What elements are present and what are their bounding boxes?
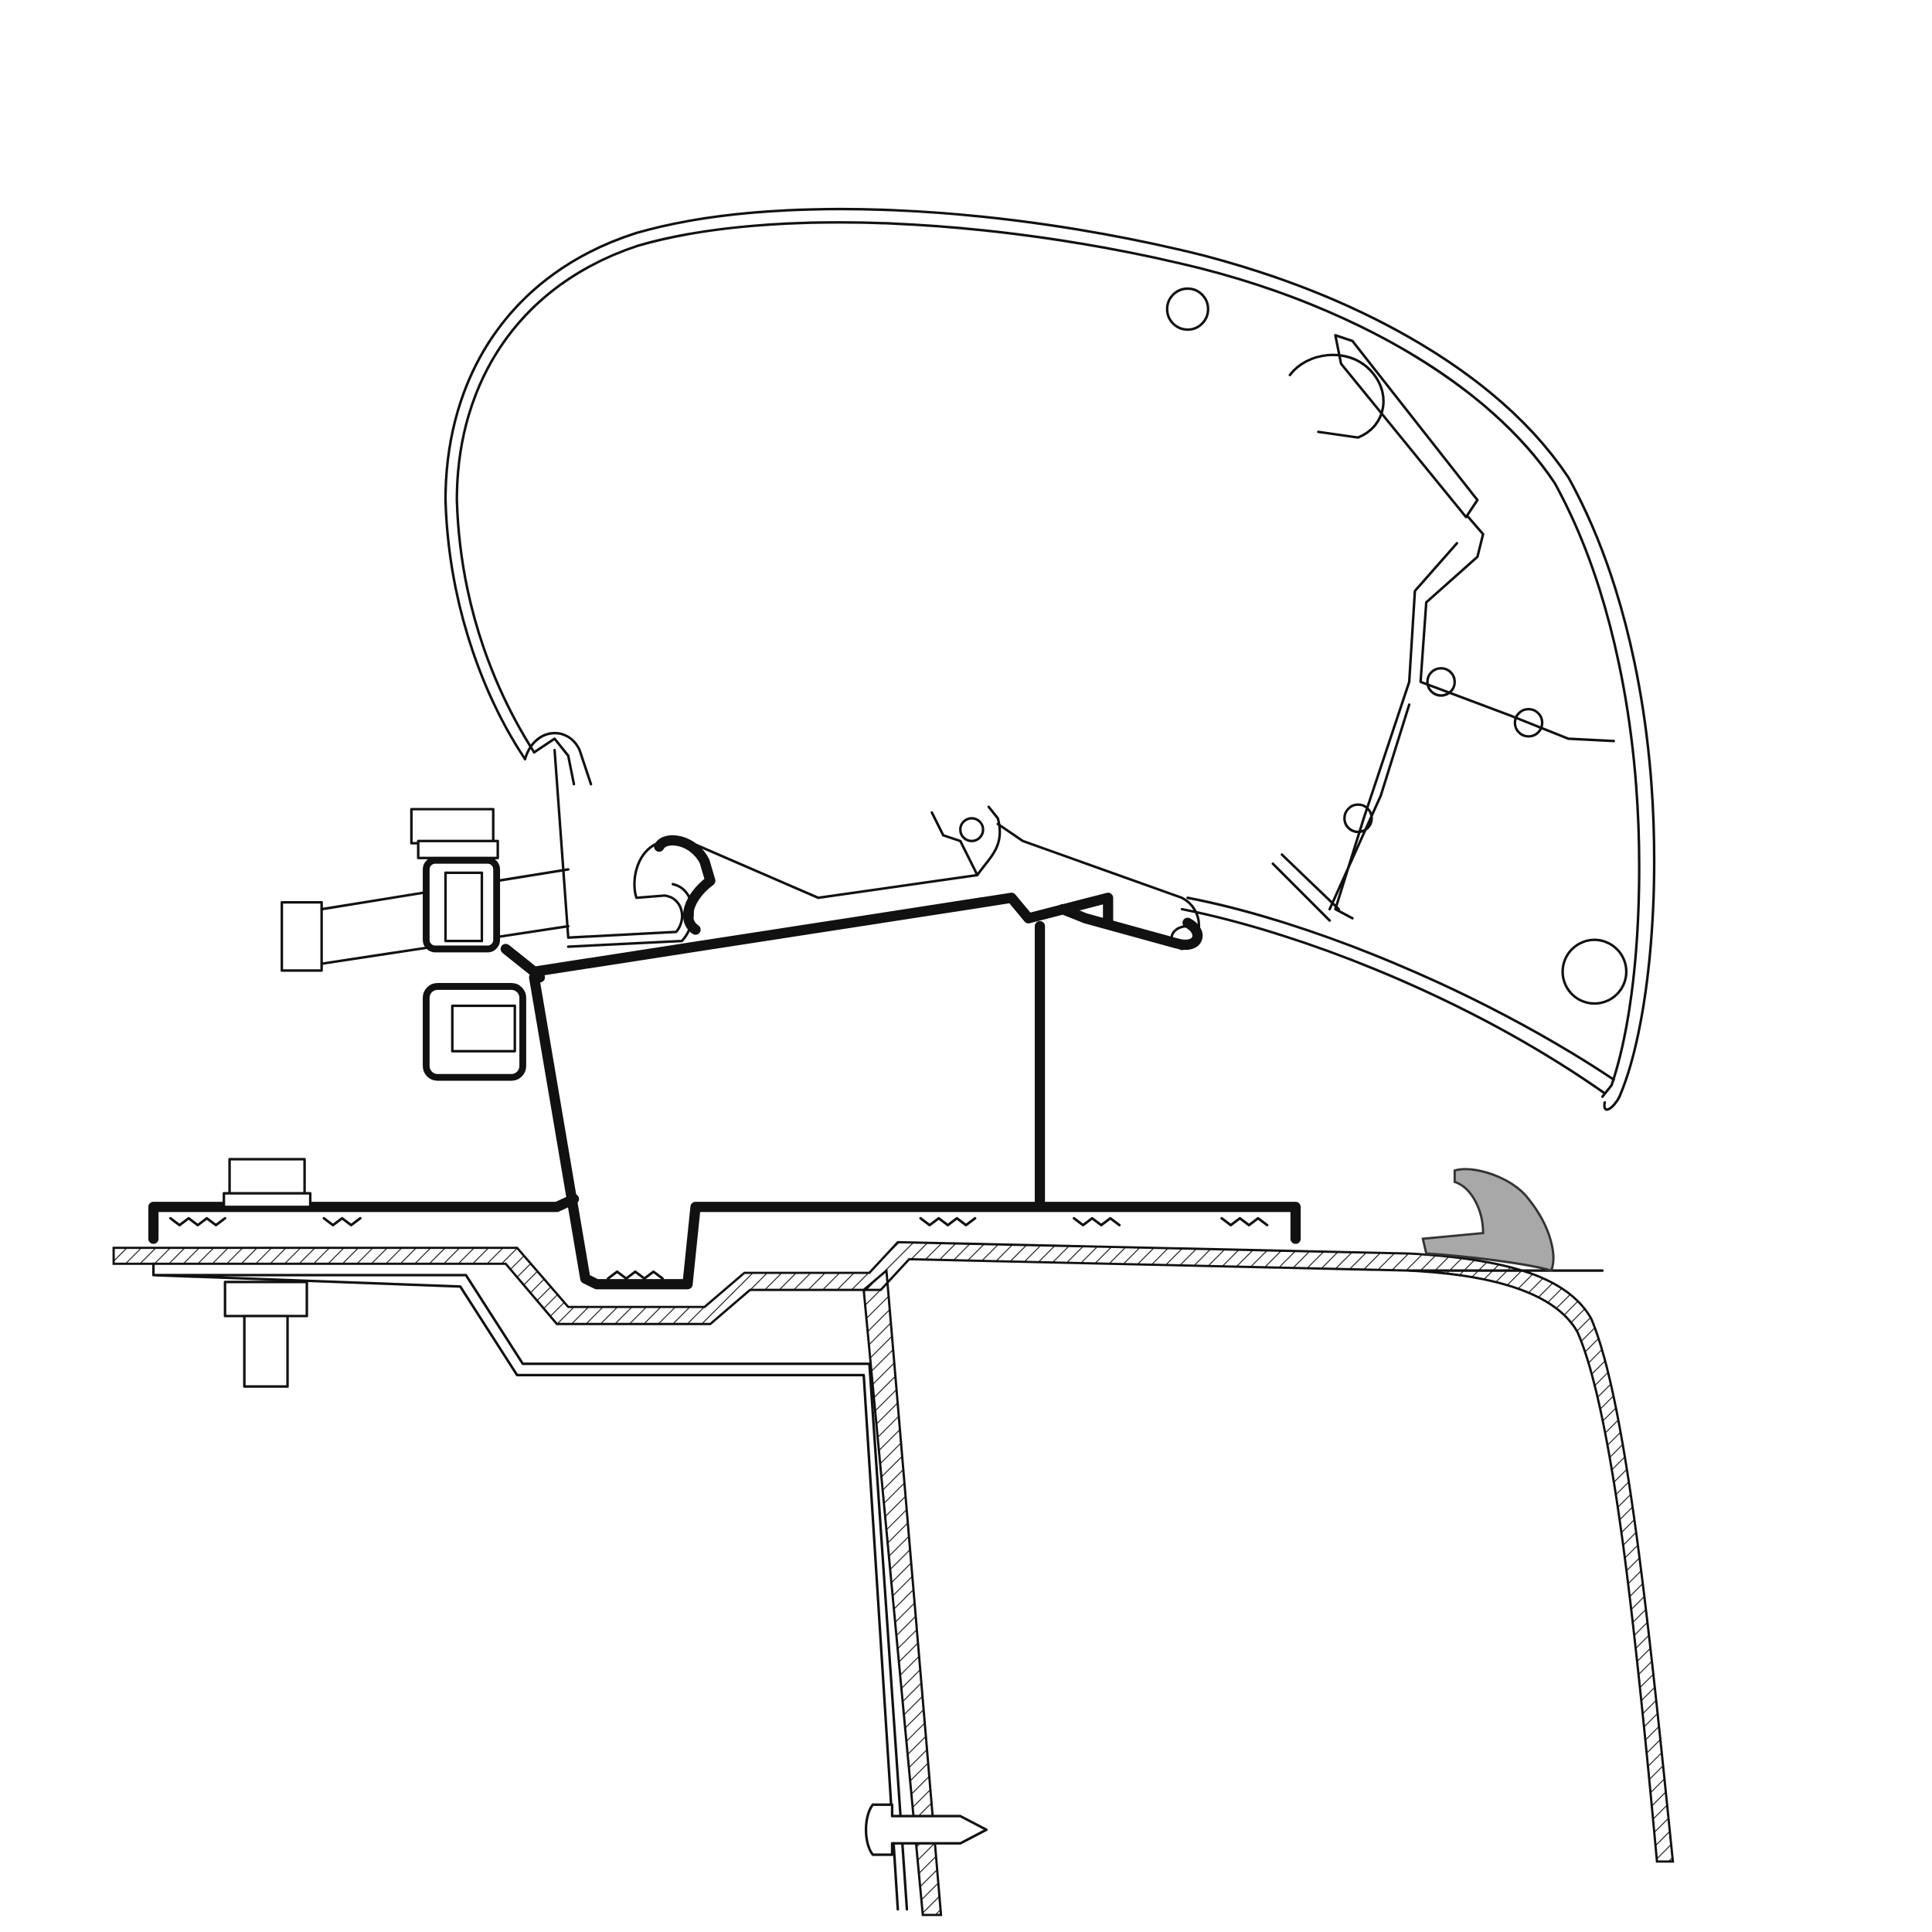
bracket-base-left	[148, 1193, 580, 1244]
bolt-head-icon	[281, 901, 323, 972]
washer-upper	[417, 839, 499, 859]
cassette-rib-upper	[1288, 334, 1479, 519]
bracket-vertical-left	[529, 972, 1301, 1290]
cassette-rear-hook	[523, 732, 979, 948]
screw-icon	[865, 1803, 988, 1856]
cassette-bottom-wall	[1180, 896, 1615, 1095]
adapter-bracket	[148, 835, 1301, 1290]
cassette-front-lip	[1600, 1083, 1621, 1111]
bracket-top-bar	[500, 893, 1114, 983]
nut-upper-inner	[444, 871, 484, 943]
roof-seal	[1421, 1168, 1555, 1272]
cassette-rib-middle	[1334, 515, 1615, 920]
roof-nut-icon	[223, 1281, 308, 1318]
side-wall-screw	[865, 1803, 988, 1856]
roof-bolt-head-icon	[228, 1158, 306, 1195]
roof-bolt-assembly	[223, 1158, 312, 1388]
roof-bolt-shaft	[243, 1315, 289, 1388]
nut-upper-icon	[410, 808, 495, 845]
roof-skin-hatched	[112, 1240, 1675, 1863]
cassette-mid-clip	[930, 805, 1200, 951]
cassette-rib-lower	[1271, 703, 1411, 922]
roof-washer	[223, 1192, 312, 1209]
bracket-bolt-assembly	[281, 808, 570, 1081]
nut-lower-icon	[451, 1004, 516, 1053]
inner-lining	[151, 1262, 909, 1911]
awning-cassette	[444, 207, 1656, 1111]
clip-upper	[1165, 287, 1209, 332]
clip-middle	[1426, 667, 1456, 697]
clip-lower	[1561, 938, 1628, 1005]
base-teeth	[168, 1216, 1269, 1281]
clip-right	[1513, 708, 1544, 738]
bracket-clamp-hook	[1057, 903, 1203, 951]
cassette-inner-wall	[455, 221, 1641, 1087]
vehicle-roof	[112, 1240, 1675, 1917]
side-wall-hatched	[862, 1268, 943, 1917]
clip-roof	[959, 817, 985, 842]
bracket-upper-hook	[654, 835, 716, 935]
cassette-outer-wall	[444, 207, 1656, 1098]
clip-small	[1343, 803, 1373, 834]
